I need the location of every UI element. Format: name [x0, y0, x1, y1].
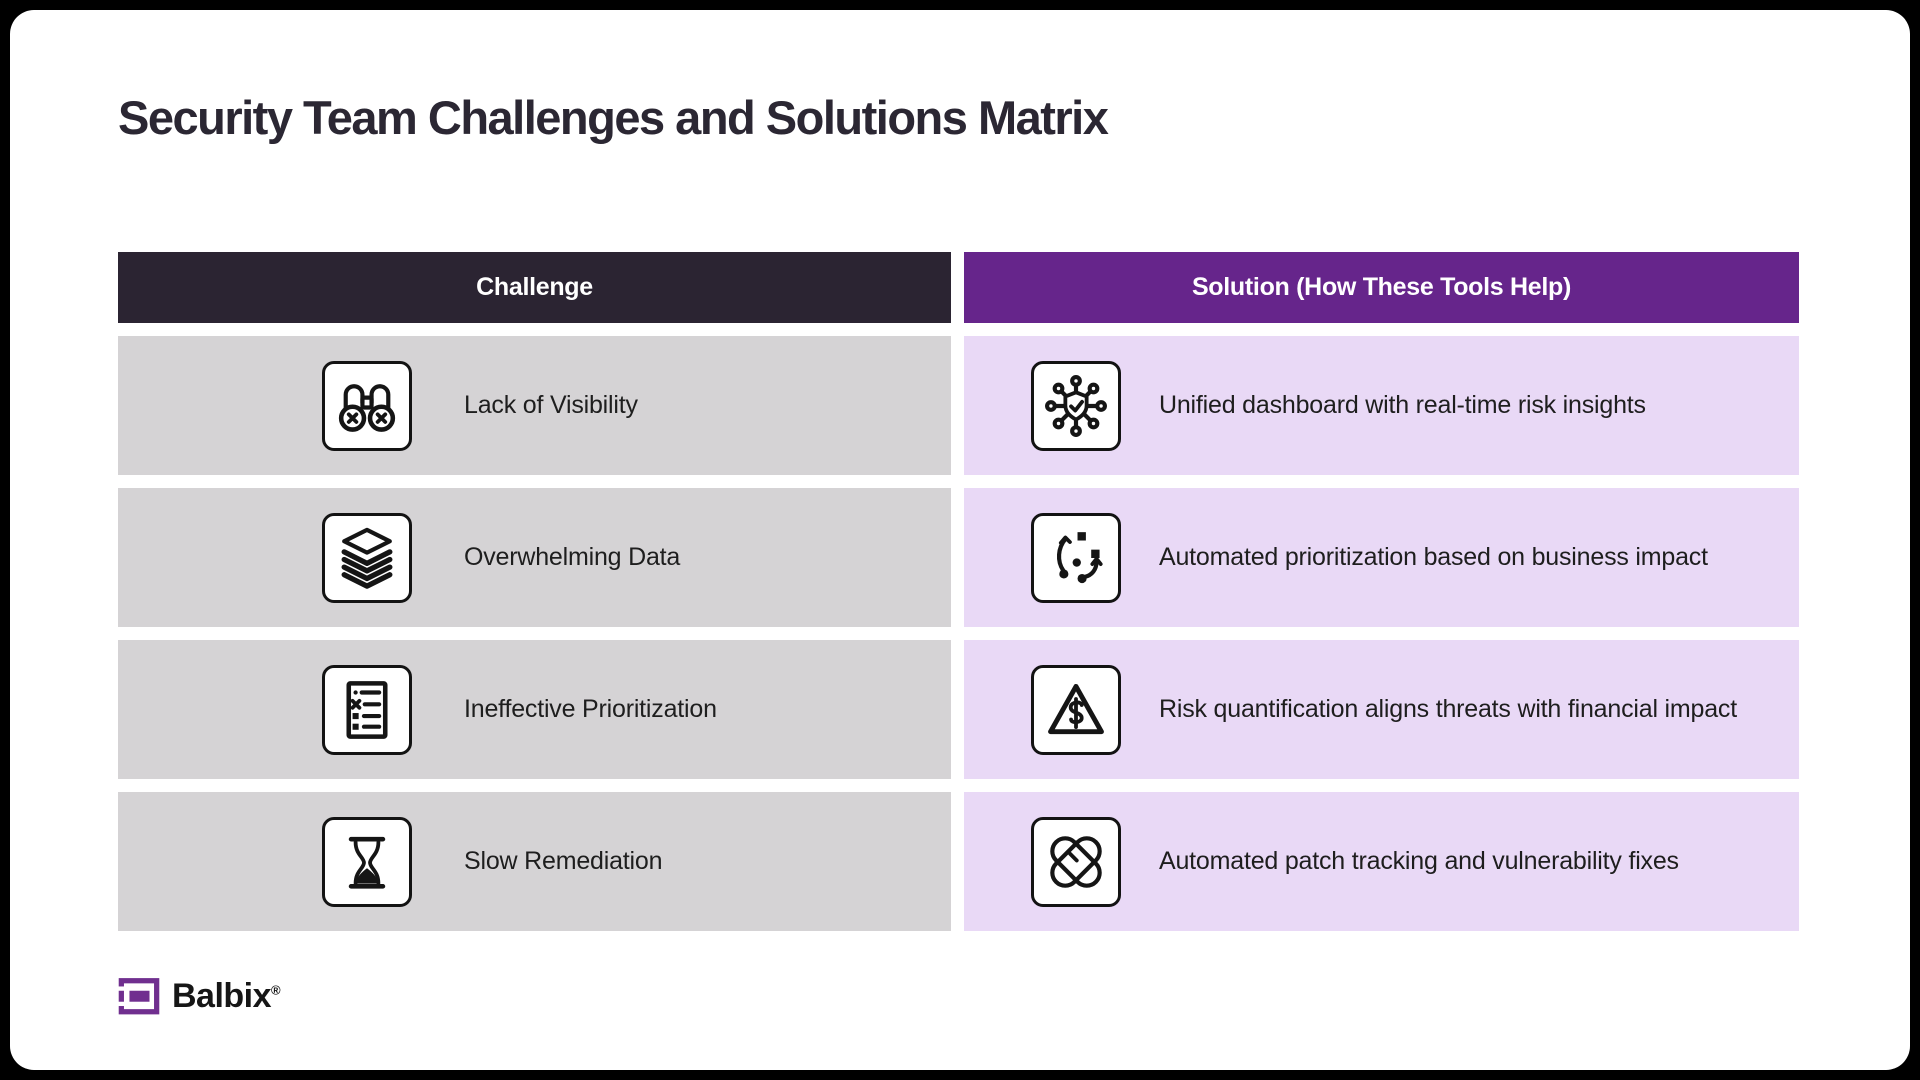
table-row-1-solution-cell: Unified dashboard with real-time risk in…: [964, 336, 1799, 475]
table-row-3-challenge-cell: Ineffective Prioritization: [118, 640, 951, 779]
challenge-label: Ineffective Prioritization: [464, 695, 717, 723]
risk-dollar-triangle-icon: [1048, 683, 1104, 734]
layers-stack-icon: [341, 527, 393, 589]
balbix-logo-mark-icon: [118, 978, 160, 1015]
shield-network-icon: [1045, 374, 1107, 437]
solution-label: Automated patch tracking and vulnerabili…: [1159, 847, 1679, 875]
solution-label: Risk quantification aligns threats with …: [1159, 695, 1737, 723]
balbix-wordmark: Balbix®: [172, 976, 281, 1015]
table-row-4-challenge-cell: Slow Remediation: [118, 792, 951, 931]
solution-header-label: Solution (How These Tools Help): [1191, 273, 1572, 301]
icon-tile: [322, 512, 412, 603]
prioritization-flow-icon: [1057, 531, 1103, 583]
registered-trademark-symbol: ®: [271, 982, 281, 998]
icon-tile: [322, 816, 412, 907]
table-row-3-solution-cell: Risk quantification aligns threats with …: [964, 640, 1799, 779]
icon-tile: [322, 360, 412, 451]
page-title: Security Team Challenges and Solutions M…: [118, 91, 1109, 144]
challenge-column-header: Challenge: [118, 252, 951, 323]
table-row-2-solution-cell: Automated prioritization based on busine…: [964, 488, 1799, 627]
table-row-4-solution-cell: Automated patch tracking and vulnerabili…: [964, 792, 1799, 931]
slide-card: Security Team Challenges and Solutions M…: [10, 10, 1910, 1070]
challenge-label: Overwhelming Data: [464, 543, 681, 571]
solution-label: Unified dashboard with real-time risk in…: [1159, 391, 1646, 419]
icon-tile: [322, 664, 412, 755]
binoculars-icon: [338, 383, 396, 432]
icon-tile: [1031, 664, 1121, 755]
solution-label: Automated prioritization based on busine…: [1159, 543, 1708, 571]
icon-tile: [1031, 816, 1121, 907]
balbix-logo: Balbix®: [118, 974, 281, 1018]
solution-column-header: Solution (How These Tools Help): [964, 252, 1799, 323]
icon-tile: [1031, 512, 1121, 603]
challenge-label: Slow Remediation: [464, 847, 663, 875]
challenges-solutions-matrix: Challenge Solution (How These Tools Help…: [118, 252, 1799, 931]
hourglass-icon: [348, 836, 386, 889]
challenge-label: Lack of Visibility: [464, 391, 638, 419]
checklist-error-icon: [346, 680, 388, 739]
icon-tile: [1031, 360, 1121, 451]
table-row-2-challenge-cell: Overwhelming Data: [118, 488, 951, 627]
crossed-bandages-icon: [1050, 835, 1102, 888]
table-row-1-challenge-cell: Lack of Visibility: [118, 336, 951, 475]
challenge-header-label: Challenge: [476, 273, 593, 301]
